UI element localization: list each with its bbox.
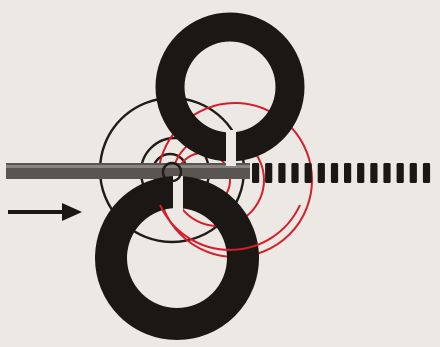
perforation-dash xyxy=(423,163,430,183)
perforation-dash xyxy=(331,163,338,183)
perforation-dash xyxy=(291,163,298,183)
perforation-dash xyxy=(383,163,390,183)
perforation-dash xyxy=(305,163,312,183)
perforation-dash xyxy=(278,163,285,183)
perforation-dash xyxy=(357,163,364,183)
perforation-dash xyxy=(265,163,272,183)
perforation-dash xyxy=(318,163,325,183)
perforation-dash xyxy=(344,163,351,183)
perforation-dash xyxy=(370,163,377,183)
perforation-dash xyxy=(410,163,417,183)
wire-bar-highlight xyxy=(6,165,250,168)
perforation-dash xyxy=(397,163,404,183)
top-ring-gap xyxy=(226,130,236,166)
perforation-dash xyxy=(252,163,259,183)
